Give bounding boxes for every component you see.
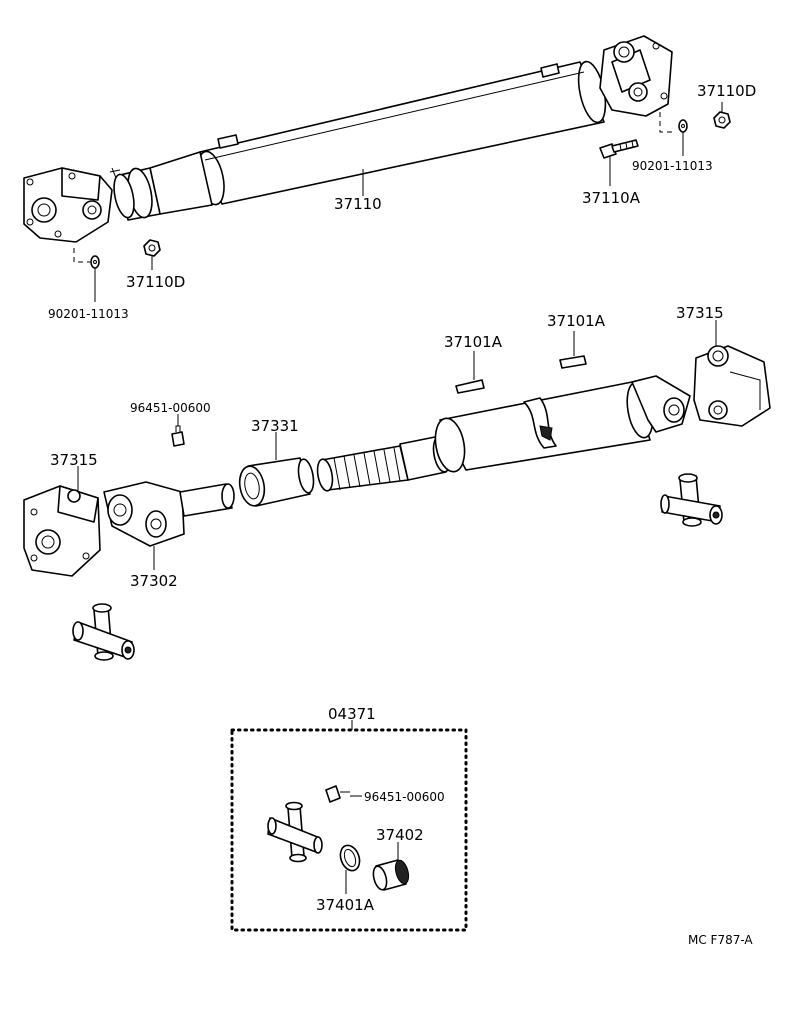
label-37302: 37302 [130,572,178,590]
label-37401a: 37401A [316,896,375,914]
propeller-shaft-37110 [23,35,676,263]
label-90201-left: 90201-11013 [48,307,129,321]
label-37110d-left: 37110D [126,273,185,291]
grease-fitting-96451-mid [171,425,185,447]
label-96451-kit: 96451-00600 [364,790,445,804]
universal-joint-spider-left [72,603,135,661]
shaft-tube-with-spline [316,375,691,492]
kit-box-04371 [230,720,468,932]
flange-yoke-37315-left [23,485,101,577]
washer-90201-left [90,255,100,269]
label-04371: 04371 [328,705,376,723]
nut-37110d-left [143,239,161,257]
label-37110a: 37110A [582,189,641,207]
label-37315-right: 37315 [676,304,724,322]
flange-yoke-37315-right [693,345,771,427]
label-37101a-right: 37101A [547,312,606,330]
label-37331: 37331 [251,417,299,435]
balance-weight-37101a-right [559,355,587,369]
washer-90201-right [678,119,688,133]
universal-joint-spider-right [660,473,723,527]
bolt-37110a [599,139,639,159]
slip-yoke-37302 [103,481,235,547]
balance-weight-37101a-left [455,379,485,394]
label-37110: 37110 [334,195,382,213]
figure-code: MC F787-A [688,933,753,947]
label-96451-mid: 96451-00600 [130,401,211,415]
label-90201-top: 90201-11013 [632,159,713,173]
label-37315-left: 37315 [50,451,98,469]
label-37402: 37402 [376,826,424,844]
nut-37110d-right [713,111,731,129]
label-37101a-left: 37101A [444,333,503,351]
label-37110d-top: 37110D [697,82,756,100]
dust-boot-37331 [238,457,315,507]
